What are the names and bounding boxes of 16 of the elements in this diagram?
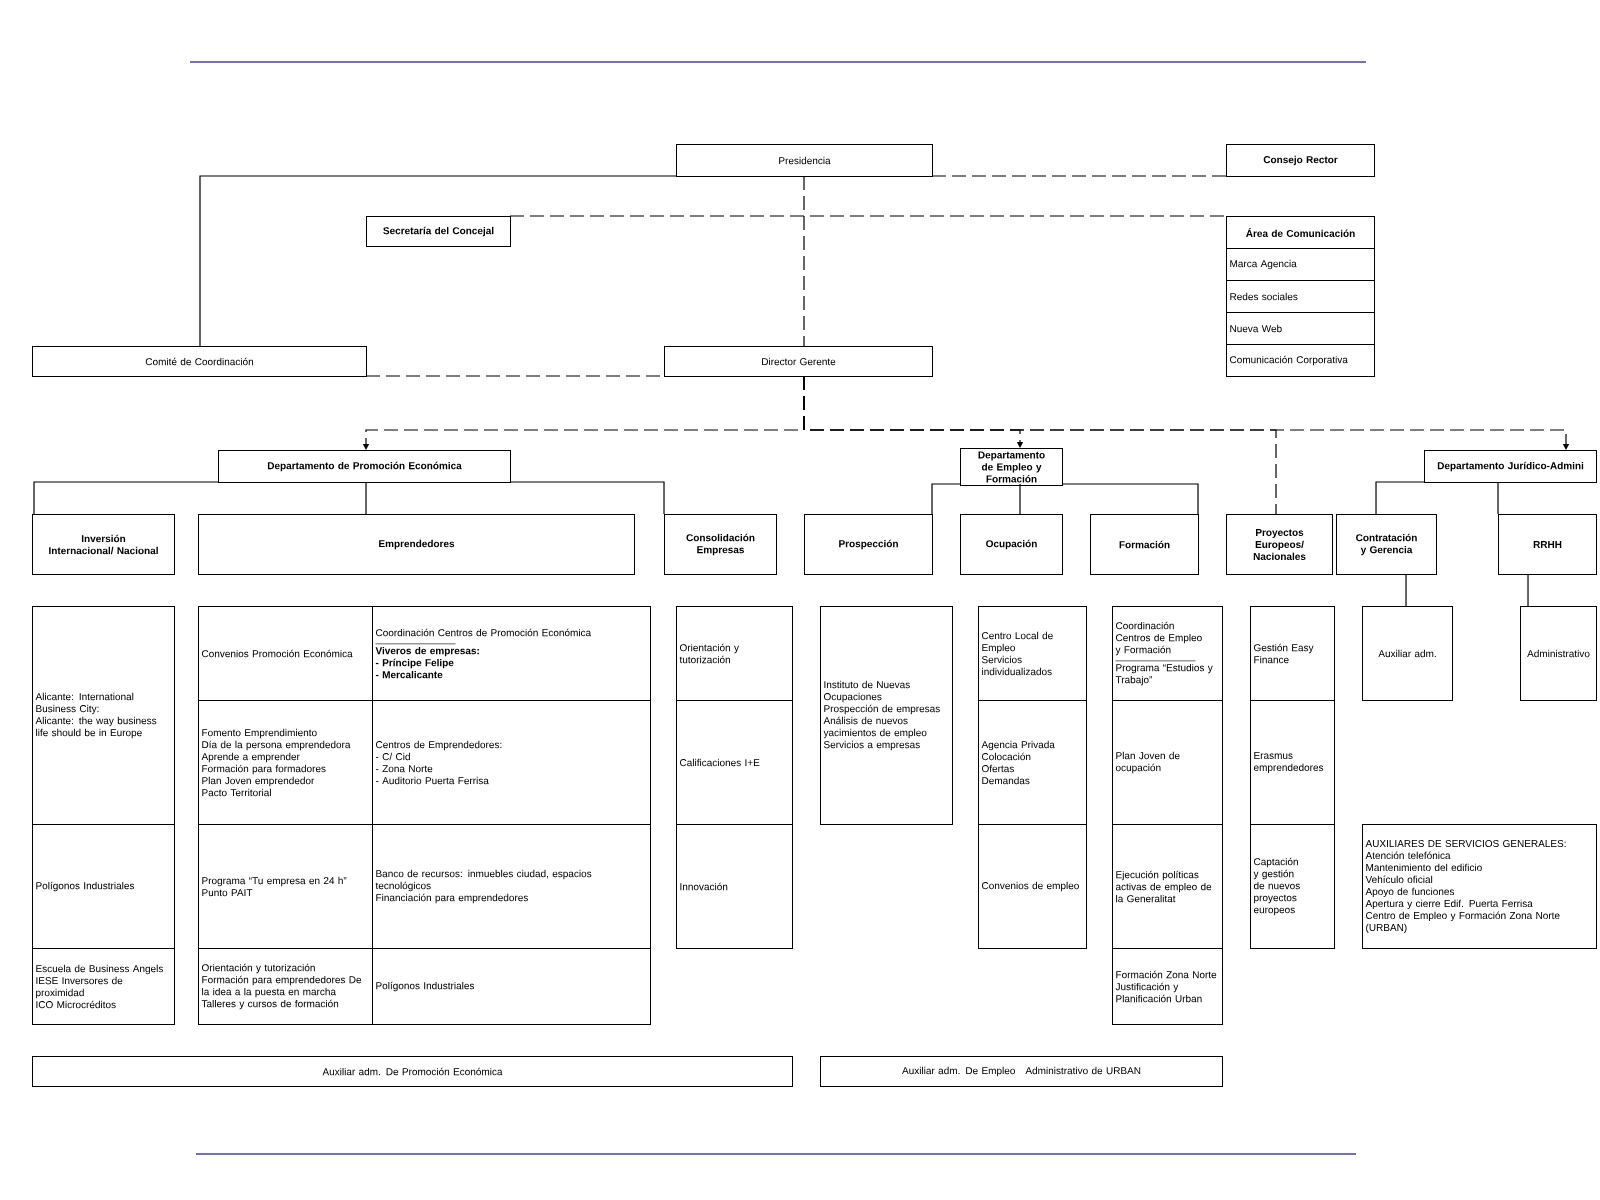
connector-line [803, 375, 1570, 450]
connector-line [931, 483, 961, 515]
connector-line [1019, 483, 1021, 515]
connector-line [509, 215, 1227, 217]
connector-line [199, 175, 677, 347]
connector-line [803, 175, 805, 347]
connector-line [365, 481, 367, 515]
connector-line [1497, 481, 1499, 515]
connector-line [931, 175, 1227, 177]
connector-line [1375, 481, 1425, 515]
connector-line [1061, 483, 1199, 515]
connector-line [365, 375, 665, 377]
connector-line [1405, 573, 1407, 607]
connector-line [509, 481, 665, 515]
connector-line [1527, 573, 1529, 607]
connector-line [33, 481, 219, 515]
